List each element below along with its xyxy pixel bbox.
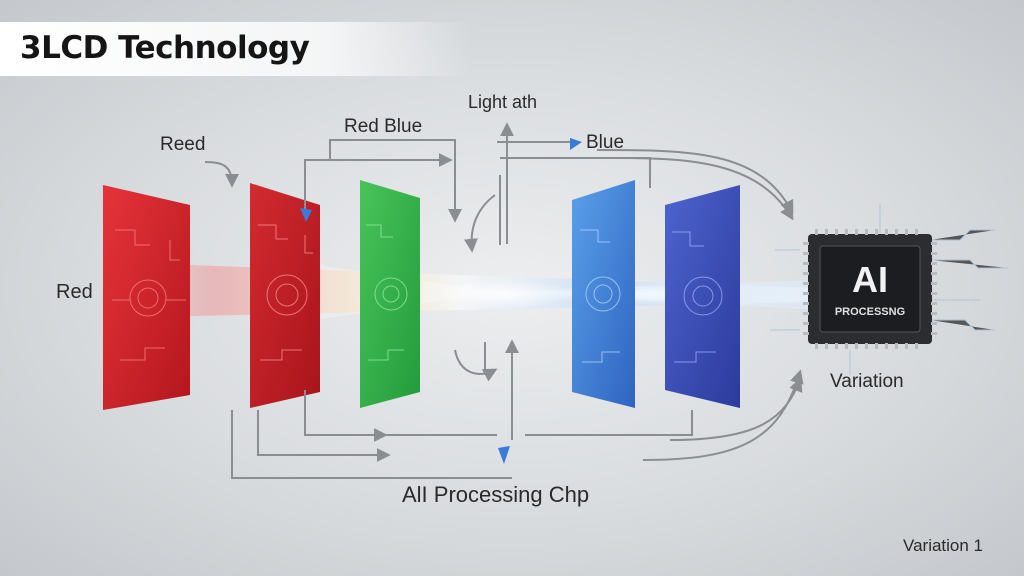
accent-markers — [300, 138, 582, 464]
label-red: Red — [56, 281, 93, 303]
page-title: 3LCD Technology — [20, 30, 310, 66]
label-processing-chip: AlI Processing Chp — [402, 482, 590, 507]
label-light-path: Light ath — [468, 92, 538, 112]
label-red-blue: Red Blue — [344, 116, 423, 137]
lcd-panel-red-2 — [250, 183, 320, 408]
lcd-panel-red — [103, 185, 190, 410]
label-blue: Blue — [586, 132, 625, 153]
label-reed: Reed — [160, 134, 206, 155]
lcd-panel-blue — [572, 180, 635, 408]
flow-arrows — [204, 122, 804, 479]
label-variation-1: Variation 1 — [903, 536, 984, 555]
lcd-panel-indigo — [665, 185, 740, 408]
chip-main-label: AI — [852, 259, 888, 300]
label-variation: Variation — [830, 371, 904, 392]
title-banner — [0, 22, 470, 76]
chip-sub-label: PROCESSNG — [835, 306, 905, 318]
cpu-chip-icon: AI PROCESSNG — [770, 204, 1008, 375]
lcd-panel-green — [360, 180, 420, 408]
